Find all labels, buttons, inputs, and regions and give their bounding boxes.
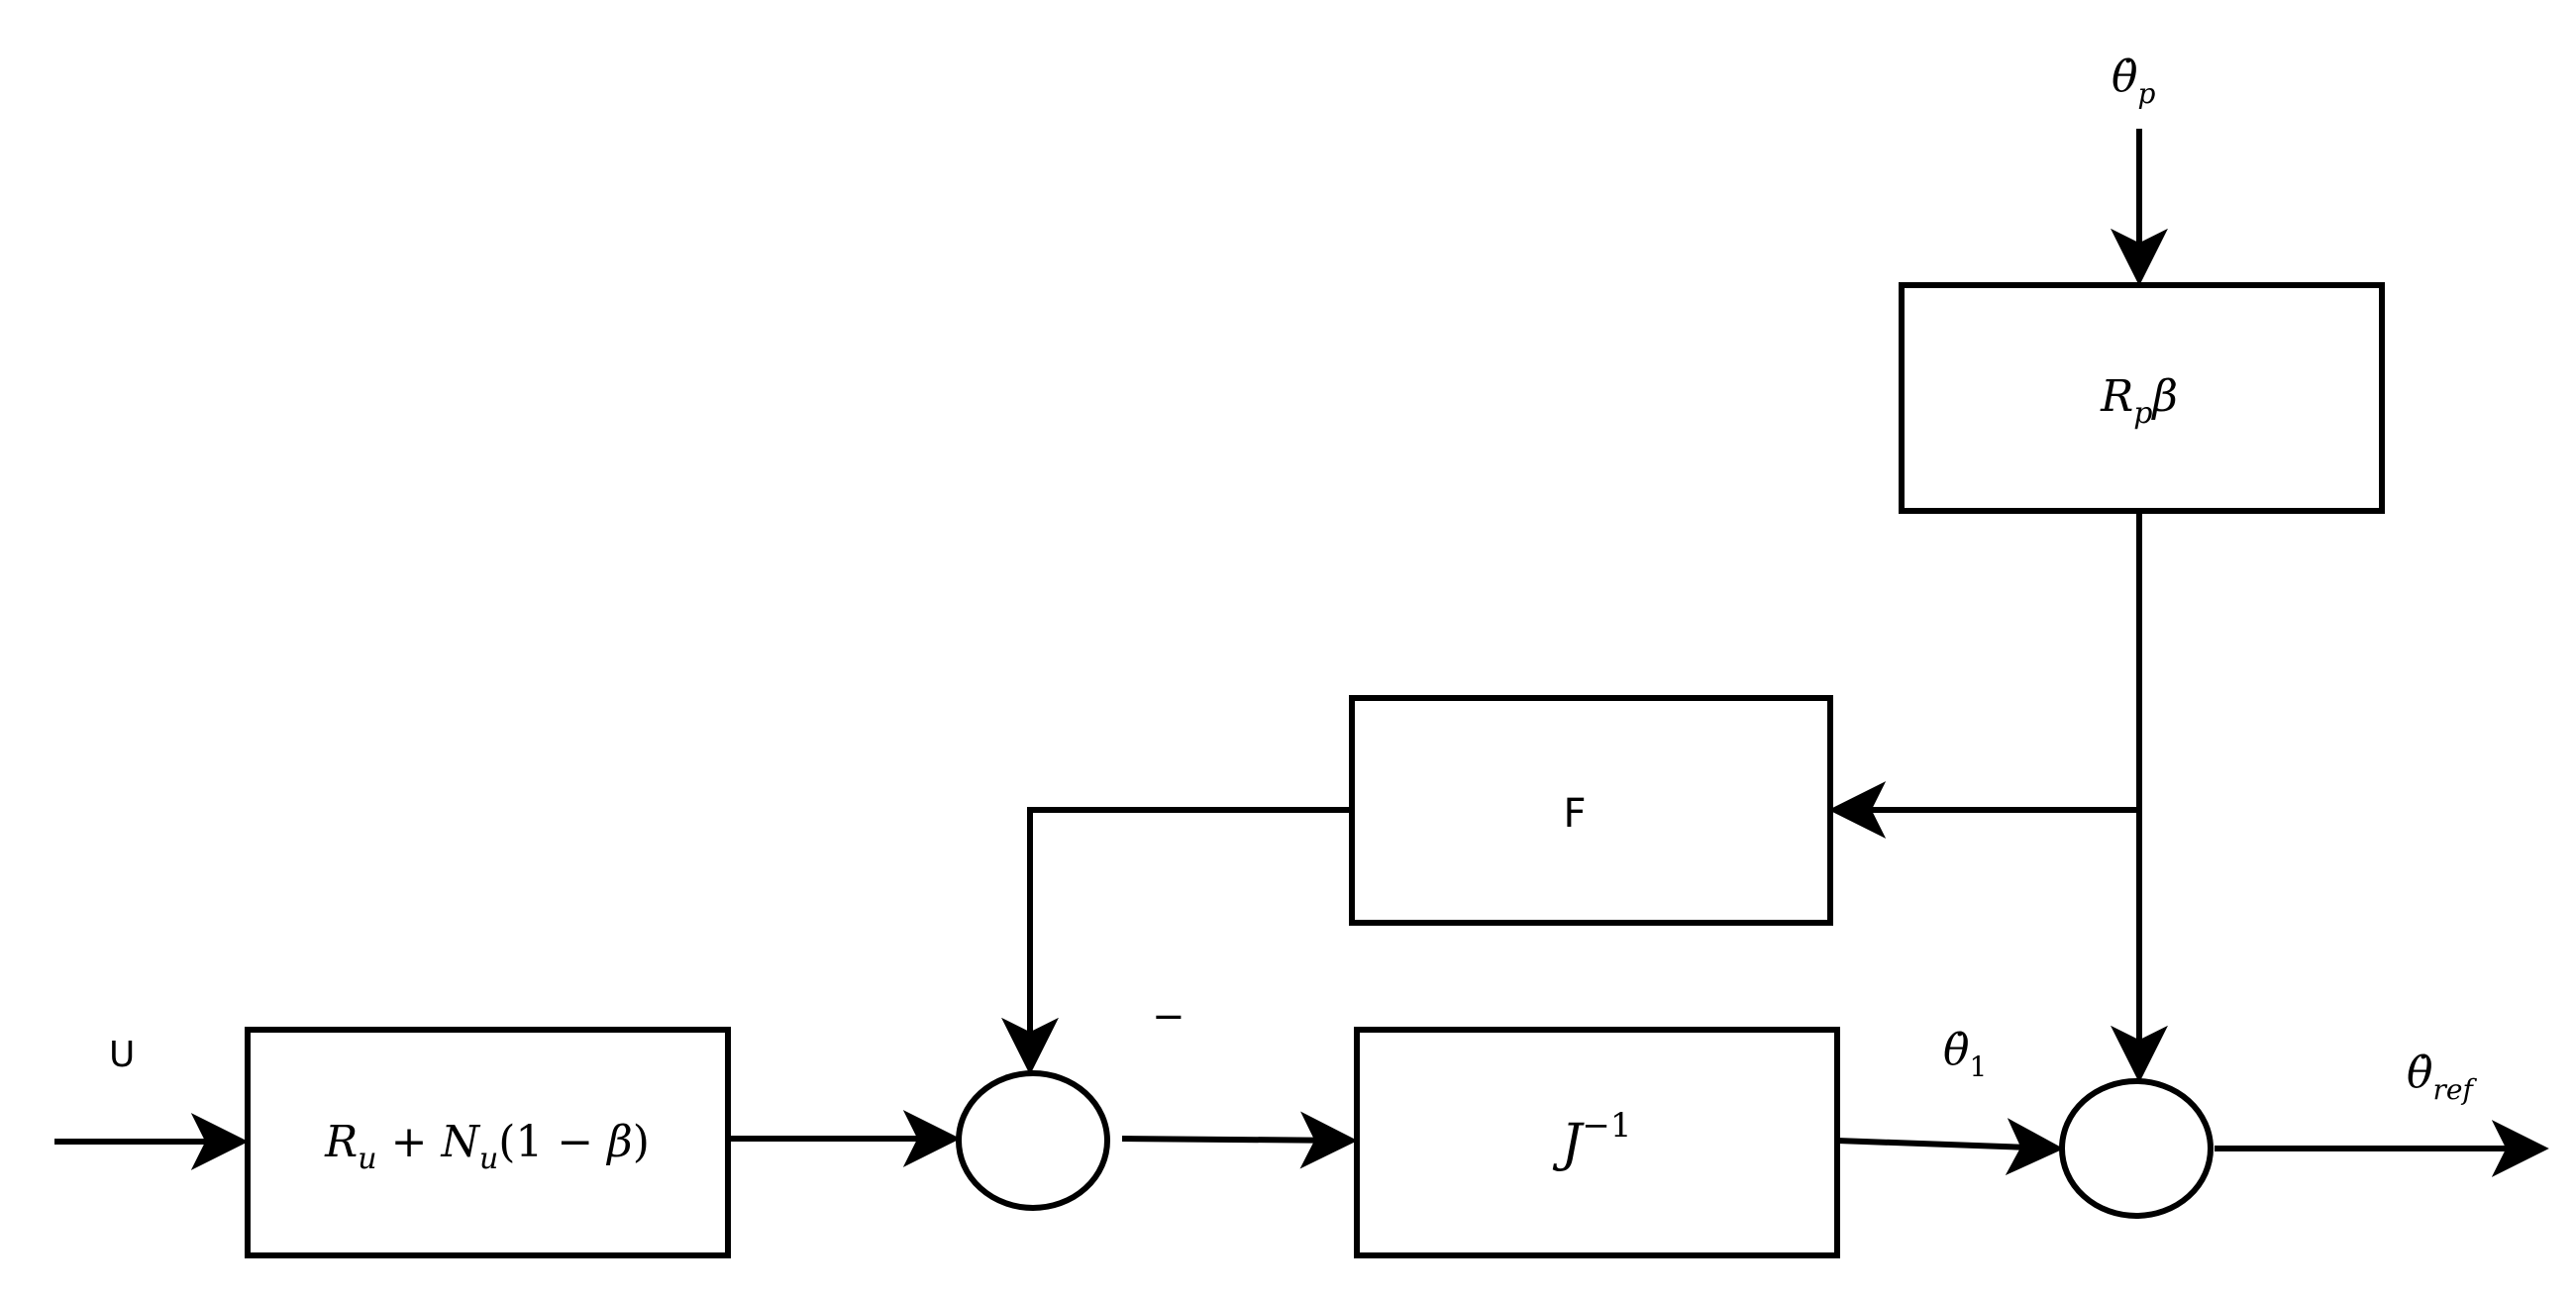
inverse-jacobian-block: J−1 bbox=[1354, 1027, 1840, 1258]
input-gain-label: Ru + Nu(1 − β) bbox=[324, 1117, 650, 1176]
jacobian-to-junction-arrow bbox=[1836, 1118, 2064, 1176]
input-gain-block: Ru + Nu(1 − β) bbox=[245, 1027, 731, 1258]
theta-dot-p-label: θ̇p bbox=[2112, 51, 2156, 110]
feedback-to-junction-wire bbox=[1001, 807, 1352, 1075]
passive-gain-label: Rpβ bbox=[2100, 371, 2178, 431]
summing-junction-1 bbox=[956, 1070, 1110, 1211]
minus-sign: − bbox=[1152, 994, 1185, 1040]
junction-to-jacobian-arrow bbox=[1121, 1111, 1358, 1169]
passive-gain-block: Rpβ bbox=[1899, 282, 2385, 514]
theta-dot-1-label: θ̇1 bbox=[1943, 1025, 1987, 1083]
feedback-block: F bbox=[1349, 695, 1833, 926]
feedback-label: F bbox=[1563, 791, 1586, 837]
theta-dot-ref-label: θ̇ref bbox=[2407, 1048, 2477, 1106]
summing-junction-2 bbox=[2059, 1078, 2214, 1219]
input-signal-label: U bbox=[109, 1035, 135, 1075]
